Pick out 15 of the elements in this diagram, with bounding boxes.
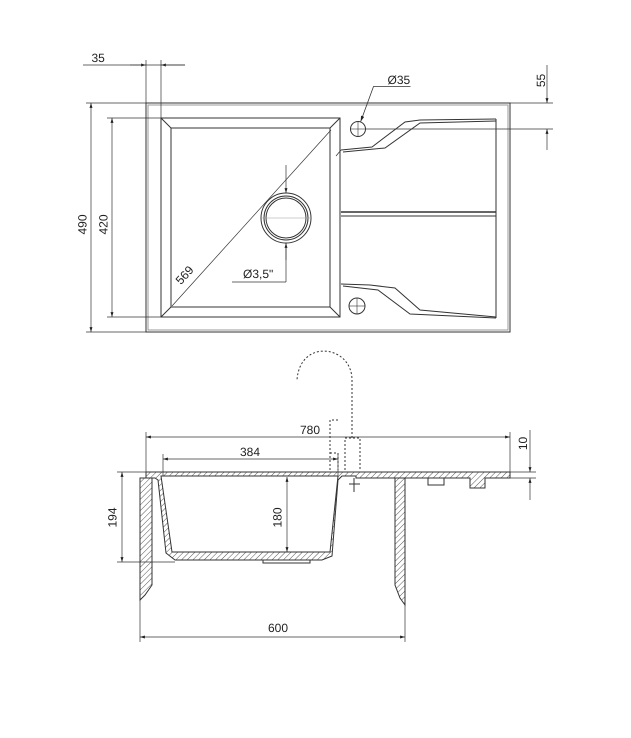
dimension-value: 55 <box>534 73 548 87</box>
dimension-label: Ø35 <box>388 74 410 86</box>
dimension-value: 420 <box>98 214 111 234</box>
dimension-value: 490 <box>76 214 90 234</box>
dimension-value: 384 <box>240 446 260 458</box>
dimension-value: 600 <box>268 622 288 634</box>
dimension-value: 780 <box>300 424 320 436</box>
dimension-value: 180 <box>272 506 285 528</box>
dimension-value: 569 <box>173 263 197 287</box>
dimension-value: 35 <box>92 52 105 64</box>
leader-line <box>360 86 411 122</box>
dimension-value: Ø3,5" <box>243 268 274 280</box>
tap-hole <box>350 121 366 137</box>
dimension-value: 10 <box>516 436 530 450</box>
dimension-value: 194 <box>106 506 120 528</box>
